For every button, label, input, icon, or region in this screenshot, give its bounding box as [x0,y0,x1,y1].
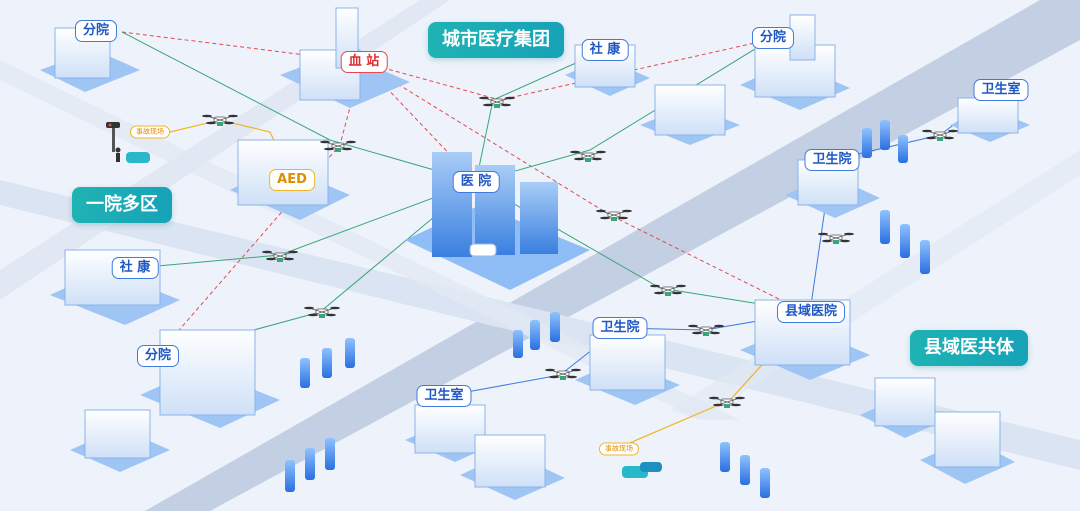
drone-icon [596,209,632,221]
building-icon [640,84,740,145]
drone-icon [688,324,724,336]
drone-icon [709,396,745,408]
node-county-hospital: 县域医院 [776,301,846,323]
node-community-left: 社 康 [111,257,159,279]
building-icon [405,152,590,290]
building-icon [70,409,170,472]
drone-icon [650,284,686,296]
node-clinic-room-bottom: 卫生室 [416,385,472,407]
node-health-center-right: 卫生院 [804,149,860,171]
node-clinic-room-right: 卫生室 [973,79,1029,101]
red-link [361,61,806,313]
building-icon [575,334,680,405]
node-hospital: 医 院 [452,171,500,193]
building-icon [740,14,850,110]
car-icon [640,462,662,472]
building-icon [140,329,280,428]
node-branch-bottom-left: 分院 [136,345,180,367]
red-link [121,31,363,63]
drone-icon [304,306,340,318]
node-health-center-mid: 卫生院 [592,317,648,339]
green-link [121,31,477,183]
node-branch-top-right: 分院 [751,27,795,49]
person-icon [115,147,121,162]
drone-icon [545,368,581,380]
drone-icon [262,250,298,262]
building-icon [920,411,1015,484]
accident-scene-label-top: 事故现场 [130,125,170,139]
drone-icon [202,114,238,126]
drone-icon [922,129,958,141]
node-branch-top-left: 分院 [74,20,118,42]
accident-scene-label-bottom: 事故现场 [599,442,639,456]
drone-icon [570,150,606,162]
drone-icon [320,140,356,152]
street-items [106,122,662,478]
traffic-light-icon [106,122,120,152]
node-blood-station: 血 站 [340,51,388,73]
car-icon [126,152,150,163]
car-icon [469,243,497,257]
drone-icon [479,96,515,108]
building-icon [950,97,1030,142]
region-city-medical-group: 城市医疗集团 [428,22,564,58]
region-county-medical-community: 县域医共体 [910,330,1028,366]
region-one-hospital-multi-campus: 一院多区 [72,187,172,223]
bar-clusters [285,120,930,498]
main-highway [145,0,1080,511]
drones [202,96,958,408]
buildings [40,7,1030,500]
building-icon [460,434,565,500]
drone-icon [818,232,854,244]
building-icon [860,377,950,438]
node-aed: AED [269,169,315,191]
node-community-top: 社 康 [581,39,629,61]
